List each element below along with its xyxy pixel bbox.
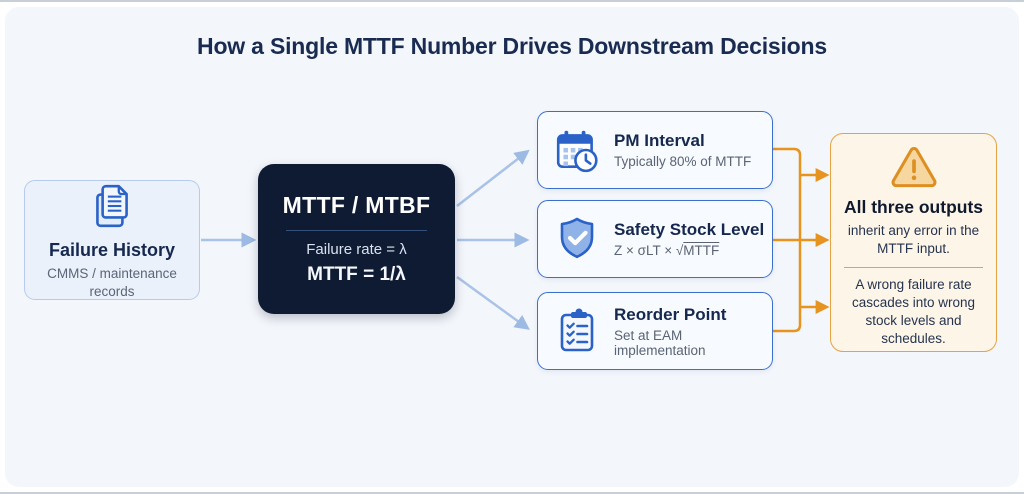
failure-history-title: Failure History bbox=[48, 240, 176, 261]
reorder-point-title: Reorder Point bbox=[614, 304, 727, 324]
reorder-point-subtitle: Set at EAM implementation bbox=[614, 327, 706, 358]
bottom-edge-divider bbox=[0, 492, 1024, 494]
clipboard-check-icon bbox=[553, 307, 601, 355]
warning-body-2: A wrong failure rate cascades into wrong… bbox=[851, 277, 976, 346]
warning-body-1: inherit any error in the MTTF input. bbox=[847, 223, 980, 256]
mttf-hub-title: MTTF / MTBF bbox=[282, 192, 431, 218]
warning-divider bbox=[844, 266, 983, 269]
warning-title: All three outputs bbox=[843, 197, 984, 217]
warning-box: All three outputs inherit any error in t… bbox=[830, 133, 997, 352]
reorder-point-box: Reorder Point Set at EAM implementation bbox=[537, 292, 773, 370]
safety-stock-title: Safety Stock Level bbox=[614, 220, 765, 239]
pm-interval-subtitle: Typically 80% of MTTF bbox=[614, 154, 752, 169]
safety-stock-formula: Z × σLT × √MTTF bbox=[614, 243, 720, 258]
failure-rate-formula: Failure rate = λ bbox=[306, 241, 407, 258]
shield-check-icon bbox=[553, 215, 601, 263]
failure-history-subtitle: CMMS / maintenance records bbox=[47, 266, 177, 299]
page-title: How a Single MTTF Number Drives Downstre… bbox=[197, 33, 827, 59]
mttf-formula: MTTF = 1/λ bbox=[307, 264, 406, 285]
top-edge-divider bbox=[0, 0, 1024, 2]
pm-interval-box: PM Interval Typically 80% of MTTF bbox=[537, 111, 773, 189]
pm-interval-title: PM Interval bbox=[614, 131, 705, 150]
calendar-clock-icon bbox=[553, 126, 601, 174]
failure-history-box: Failure History CMMS / maintenance recor… bbox=[24, 180, 200, 300]
safety-stock-box: Safety Stock Level Z × σLT × √MTTF bbox=[537, 200, 773, 278]
warning-triangle-icon bbox=[888, 144, 940, 195]
mttf-hub-divider bbox=[286, 230, 427, 231]
mttf-hub-box: MTTF / MTBF Failure rate = λ MTTF = 1/λ bbox=[258, 164, 455, 314]
documents-icon bbox=[87, 181, 137, 236]
